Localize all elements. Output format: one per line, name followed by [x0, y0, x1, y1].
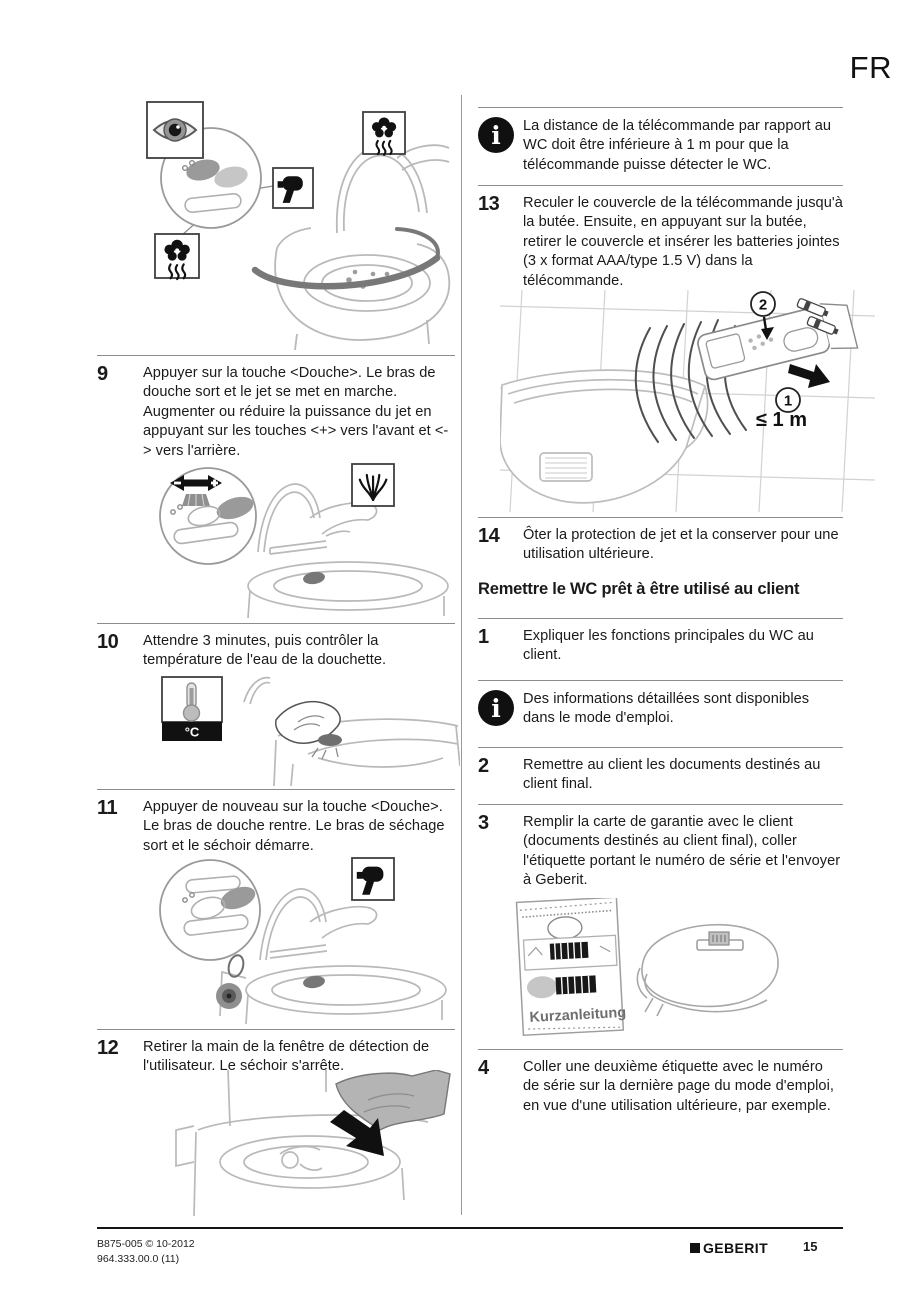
dryer-icon	[351, 857, 395, 901]
handover-step-3: 3 Remplir la carte de garantie avec le c…	[478, 804, 843, 891]
handover-step-2: 2 Remettre au client les documents desti…	[478, 747, 843, 795]
step-number: 10	[97, 631, 119, 653]
language-label: FR	[849, 50, 892, 85]
step-number: 14	[478, 525, 500, 547]
info-icon: i	[478, 117, 514, 153]
step-number: 12	[97, 1037, 119, 1059]
info-text: La distance de la télécommande par rappo…	[523, 118, 832, 173]
section-heading: Remettre le WC prêt à être utilisé au cl…	[478, 580, 800, 598]
battery-insert-arrow	[761, 327, 774, 340]
wall-hung-toilet-sketch	[500, 369, 709, 504]
shower-start-illustration	[159, 463, 449, 618]
step-text: Ôter la protection de jet et la conserve…	[523, 527, 839, 563]
lid-sticker	[708, 931, 730, 946]
step-12: 12 Retirer la main de la fenêtre de déte…	[97, 1029, 455, 1077]
control-panel-magnifier	[159, 467, 257, 565]
callout-1-label: 1	[784, 393, 792, 410]
temperature-check-icon: °C	[161, 676, 223, 741]
info-note-1: i La distance de la télécommande par rap…	[478, 107, 843, 175]
step-text: Expliquer les fonctions principales du W…	[523, 628, 814, 664]
footer-rule	[97, 1227, 843, 1229]
cover-slide-arrow	[788, 364, 830, 388]
control-panel-magnifier	[159, 859, 261, 961]
callout-2-label: 2	[759, 297, 767, 314]
step-text: Retirer la main de la fenêtre de détecti…	[143, 1039, 430, 1075]
step-13: 13 Reculer le couvercle de la télécomman…	[478, 185, 843, 291]
quick-guide-booklet: Kurzanleitung	[515, 898, 627, 1037]
control-panel-buttons	[181, 159, 248, 213]
remote-control-illustration: 2 1 ≤ 1 m	[500, 290, 875, 512]
thumb-shadow	[526, 976, 557, 999]
movement-arrow	[330, 1110, 384, 1156]
geberit-logo: GEBERIT	[690, 1240, 768, 1256]
step-text: Appuyer sur la touche <Douche>. Le bras …	[143, 365, 449, 459]
step-number: 9	[97, 363, 108, 385]
step-number: 11	[97, 797, 118, 819]
info-text: Des informations détaillées sont disponi…	[523, 691, 810, 727]
douche-button-shaded	[216, 496, 254, 520]
serial-barcode-1	[549, 941, 589, 960]
dryer-icon	[272, 167, 314, 209]
step-number: 2	[478, 755, 489, 777]
page-number: 15	[803, 1239, 818, 1254]
step-text: Reculer le couvercle de la télécommande …	[523, 195, 843, 289]
document-version: 964.333.00.0 (11)	[97, 1253, 180, 1266]
step-9: 9 Appuyer sur la touche <Douche>. Le bra…	[97, 355, 455, 461]
hand-sketch	[274, 700, 341, 744]
toilet-functions-overview-illustration	[146, 101, 451, 350]
booklet-title: Kurzanleitung	[529, 1005, 626, 1026]
step-text: Remplir la carte de garantie avec le cli…	[523, 814, 841, 889]
water-jet-contact	[318, 734, 342, 746]
spray-arm-nozzle	[303, 571, 325, 585]
hand-removal-illustration	[175, 1070, 451, 1216]
step-number: 3	[478, 812, 489, 834]
step-text: Appuyer de nouveau sur la touche <Douche…	[143, 799, 445, 854]
brand-name: GEBERIT	[703, 1240, 769, 1256]
step-text: Attendre 3 minutes, puis contrôler la te…	[143, 633, 387, 669]
info-icon: i	[478, 690, 514, 726]
shower-button-highlight	[182, 493, 210, 507]
handover-step-4: 4 Coller une deuxième étiquette avec le …	[478, 1049, 843, 1116]
odour-extraction-icon	[362, 111, 406, 156]
spray-icon	[351, 463, 395, 507]
user-detection-eye-icon	[146, 101, 204, 159]
distance-label: ≤ 1 m	[756, 409, 807, 431]
step-number: 1	[478, 626, 489, 648]
dryer-button-shaded	[220, 886, 256, 910]
hand-sketch	[335, 1070, 451, 1131]
temperature-check-illustration: °C	[161, 676, 460, 786]
seat-rim-highlight	[251, 254, 441, 290]
serial-barcode-2	[555, 975, 597, 995]
dryer-start-illustration	[159, 857, 447, 1024]
step-text: Coller une deuxième étiquette avec le nu…	[523, 1059, 834, 1114]
logo-square-icon	[690, 1243, 700, 1253]
speaker-wheel	[216, 983, 242, 1009]
step-11: 11 Appuyer de nouveau sur la touche <Dou…	[97, 789, 455, 856]
detection-window	[227, 954, 245, 978]
celsius-label: °C	[185, 725, 200, 740]
callout-2: 2	[750, 291, 776, 317]
odour-extraction-icon-2	[154, 233, 200, 281]
jet-strength-adjust-arrow	[170, 475, 222, 491]
warranty-booklet-illustration: Kurzanleitung	[515, 898, 779, 1037]
document-code: B875-005 © 10-2012	[97, 1238, 195, 1250]
step-number: 13	[478, 193, 500, 215]
footer-document-info: B875-005 © 10-2012 964.333.00.0 (11)	[97, 1237, 195, 1267]
handover-step-1: 1 Expliquer les fonctions principales du…	[478, 618, 843, 666]
step-10: 10 Attendre 3 minutes, puis contrôler la…	[97, 623, 455, 671]
batteries	[796, 298, 839, 335]
column-divider	[461, 95, 462, 1215]
callout-1: 1	[775, 387, 801, 413]
step-14: 14 Ôter la protection de jet et la conse…	[478, 517, 843, 565]
toilet-lid-sketch	[636, 923, 779, 1017]
info-note-2: i Des informations détaillées sont dispo…	[478, 680, 843, 729]
remote-control	[697, 303, 859, 381]
step-text: Remettre au client les documents destiné…	[523, 757, 821, 793]
step-number: 4	[478, 1057, 489, 1079]
